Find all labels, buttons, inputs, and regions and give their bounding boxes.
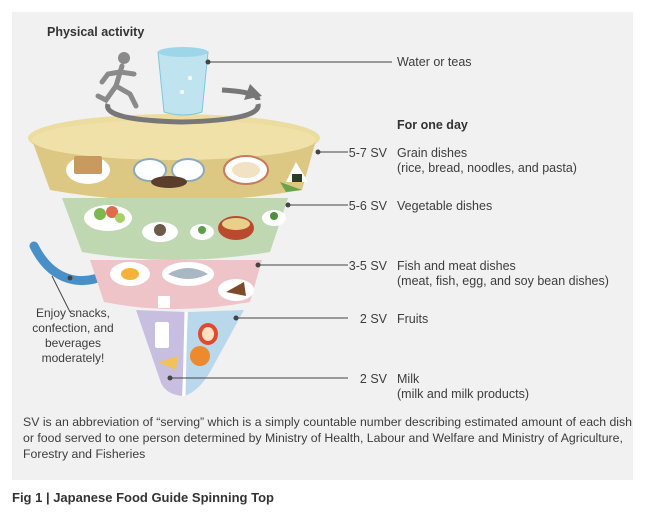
snacks-line: moderately! xyxy=(41,351,105,365)
spin-arrow-icon xyxy=(105,84,262,125)
fish-meat-servings: 3-5 SV xyxy=(348,259,387,273)
figure-caption: Fig 1 | Japanese Food Guide Spinning Top xyxy=(12,490,274,505)
fish-meat-dish-icons xyxy=(110,262,254,308)
grain-detail: (rice, bread, noodles, and pasta) xyxy=(397,161,577,175)
leader-lines xyxy=(51,61,392,379)
diagram-panel: Physical activity Water or teas For one … xyxy=(12,12,633,480)
milk-section xyxy=(136,310,186,396)
milk-name: Milk xyxy=(397,372,420,386)
snacks-line: beverages xyxy=(44,336,102,350)
physical-activity-label: Physical activity xyxy=(47,25,145,39)
snacks-line: Enjoy snacks, xyxy=(35,306,111,320)
fruit-name: Fruits xyxy=(397,312,429,326)
fruit-servings: 2 SV xyxy=(359,312,387,326)
milk-detail: (milk and milk products) xyxy=(397,387,529,401)
snacks-note: Enjoy snacks, confection, and beverages … xyxy=(22,306,124,366)
snacks-line: confection, and xyxy=(32,321,114,335)
water-label: Water or teas xyxy=(397,55,472,69)
fish-meat-detail: (meat, fish, egg, and soy bean dishes) xyxy=(397,274,609,288)
sv-footnote: SV is an abbreviation of “serving” which… xyxy=(23,415,633,461)
water-glass-icon xyxy=(157,47,209,116)
vegetable-servings: 5-6 SV xyxy=(348,199,387,213)
grain-name: Grain dishes xyxy=(397,146,468,160)
runner-icon xyxy=(95,52,139,109)
grain-dish-icons xyxy=(66,155,308,192)
milk-servings: 2 SV xyxy=(359,372,387,386)
grain-servings: 5-7 SV xyxy=(348,146,387,160)
vegetable-name: Vegetable dishes xyxy=(397,199,493,213)
vegetable-dish-icons xyxy=(84,205,286,242)
milk-fruit-icons xyxy=(155,322,218,370)
for-one-day-label: For one day xyxy=(397,118,468,132)
spinning-top-illustration xyxy=(28,47,392,397)
fish-meat-name: Fish and meat dishes xyxy=(397,259,516,273)
